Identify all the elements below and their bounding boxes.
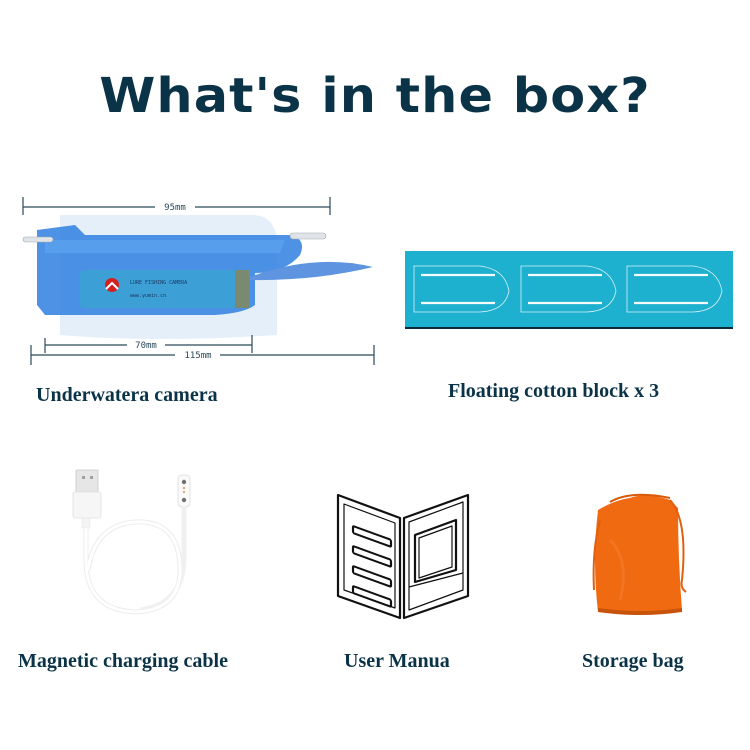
storage-bag-image xyxy=(570,480,710,620)
manual-book-icon xyxy=(320,480,480,620)
underwater-camera-image: 95mm LURE FISHING CAMERA www.yumin.cn 70… xyxy=(15,185,385,370)
caption-manual: User Manua xyxy=(344,650,450,672)
dim-top-label: 95mm xyxy=(164,203,186,213)
page-title: What's in the box? xyxy=(99,68,651,124)
caption-bag: Storage bag xyxy=(582,650,684,672)
dim-inner-label: 70mm xyxy=(135,341,157,351)
caption-float: Floating cotton block x 3 xyxy=(448,380,660,402)
floating-block-image xyxy=(405,251,735,331)
charging-cable-image xyxy=(40,460,220,640)
svg-text:www.yumin.cn: www.yumin.cn xyxy=(130,293,166,299)
caption-cable: Magnetic charging cable xyxy=(18,650,228,672)
dim-bottom-label: 115mm xyxy=(184,351,211,361)
caption-camera: Underwatera camera xyxy=(36,384,218,406)
svg-text:LURE FISHING CAMERA: LURE FISHING CAMERA xyxy=(130,280,187,286)
